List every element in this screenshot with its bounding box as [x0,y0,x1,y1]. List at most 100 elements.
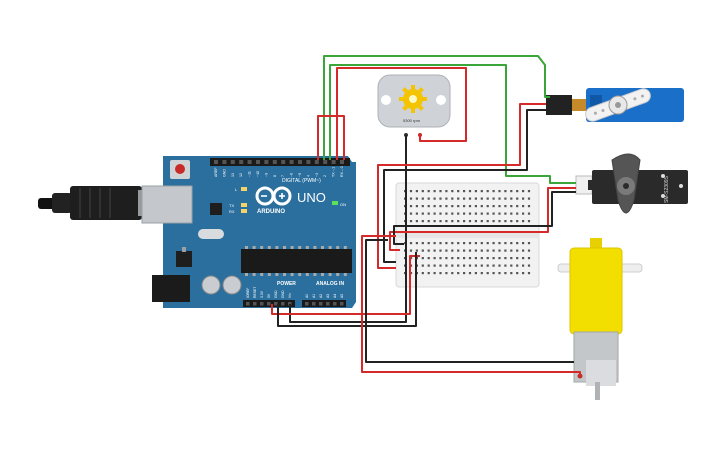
breadboard-hole[interactable] [480,264,483,267]
breadboard-hole[interactable] [492,249,495,252]
breadboard-hole[interactable] [457,272,460,275]
digital-pin[interactable] [222,160,227,164]
breadboard-hole[interactable] [451,257,454,260]
dc-motor[interactable]: 5300 rpm [377,74,451,137]
breadboard-hole[interactable] [463,242,466,245]
breadboard-hole[interactable] [457,197,460,200]
breadboard-hole[interactable] [498,220,501,223]
breadboard-hole[interactable] [527,257,531,260]
breadboard-hole[interactable] [527,220,531,223]
breadboard-hole[interactable] [445,242,448,245]
breadboard-hole[interactable] [457,249,460,252]
breadboard-hole[interactable] [510,220,513,223]
breadboard-hole[interactable] [409,197,413,200]
breadboard-hole[interactable] [421,205,424,208]
breadboard-hole[interactable] [445,212,448,215]
breadboard-hole[interactable] [409,205,413,208]
breadboard-hole[interactable] [474,190,477,193]
gear-motor-yellow[interactable] [557,238,643,400]
breadboard-hole[interactable] [463,205,466,208]
breadboard-hole[interactable] [468,272,472,275]
power-pin[interactable] [246,302,250,306]
breadboard-hole[interactable] [468,249,472,252]
breadboard-hole[interactable] [427,205,430,208]
breadboard-hole[interactable] [439,190,442,193]
breadboard-hole[interactable] [463,249,466,252]
breadboard-hole[interactable] [451,212,454,215]
breadboard-hole[interactable] [486,272,489,275]
breadboard-hole[interactable] [445,220,448,223]
breadboard-hole[interactable] [486,190,489,193]
breadboard-hole[interactable] [439,205,442,208]
breadboard-hole[interactable] [516,249,519,252]
breadboard-hole[interactable] [486,242,489,245]
digital-pin[interactable] [256,160,260,164]
breadboard-hole[interactable] [480,197,483,200]
breadboard-hole[interactable] [421,264,424,267]
breadboard-hole[interactable] [480,220,483,223]
breadboard-hole[interactable] [415,190,418,193]
breadboard-hole[interactable] [468,220,472,223]
breadboard-hole[interactable] [427,197,430,200]
breadboard-hole[interactable] [504,205,507,208]
breadboard-hole[interactable] [427,220,430,223]
breadboard-hole[interactable] [527,190,531,193]
breadboard-hole[interactable] [415,197,418,200]
breadboard-hole[interactable] [474,220,477,223]
breadboard-hole[interactable] [498,190,501,193]
breadboard-hole[interactable] [421,220,424,223]
breadboard-hole[interactable] [468,197,472,200]
breadboard-hole[interactable] [445,190,448,193]
breadboard-hole[interactable] [468,205,472,208]
breadboard-hole[interactable] [433,197,436,200]
breadboard-hole[interactable] [480,257,483,260]
breadboard[interactable] [395,182,540,288]
breadboard-hole[interactable] [433,220,436,223]
breadboard-hole[interactable] [516,264,519,267]
breadboard-hole[interactable] [445,249,448,252]
breadboard-hole[interactable] [474,242,477,245]
breadboard-hole[interactable] [492,257,495,260]
breadboard-hole[interactable] [510,190,513,193]
breadboard-hole[interactable] [516,190,519,193]
breadboard-hole[interactable] [433,272,436,275]
breadboard-hole[interactable] [486,212,489,215]
breadboard-hole[interactable] [527,212,531,215]
breadboard-hole[interactable] [451,242,454,245]
breadboard-hole[interactable] [433,190,436,193]
breadboard-hole[interactable] [504,264,507,267]
breadboard-hole[interactable] [474,257,477,260]
breadboard-hole[interactable] [527,249,531,252]
breadboard-hole[interactable] [504,249,507,252]
breadboard-hole[interactable] [486,264,489,267]
breadboard-hole[interactable] [433,242,436,245]
breadboard-hole[interactable] [451,205,454,208]
breadboard-hole[interactable] [527,272,531,275]
breadboard-hole[interactable] [486,220,489,223]
breadboard-hole[interactable] [510,242,513,245]
breadboard-hole[interactable] [457,205,460,208]
breadboard-hole[interactable] [486,249,489,252]
breadboard-hole[interactable] [498,249,501,252]
breadboard-hole[interactable] [498,212,501,215]
breadboard-hole[interactable] [510,197,513,200]
breadboard-hole[interactable] [439,212,442,215]
digital-pin[interactable] [247,160,252,164]
breadboard-hole[interactable] [421,242,424,245]
digital-pin[interactable] [340,160,344,164]
breadboard-hole[interactable] [468,257,472,260]
breadboard-hole[interactable] [504,212,507,215]
breadboard-hole[interactable] [433,257,436,260]
digital-pin[interactable] [323,160,328,164]
breadboard-hole[interactable] [474,264,477,267]
breadboard-hole[interactable] [516,205,519,208]
breadboard-hole[interactable] [421,272,424,275]
breadboard-hole[interactable] [504,190,507,193]
power-pin[interactable] [253,302,257,306]
breadboard-hole[interactable] [504,197,507,200]
digital-pin[interactable] [239,160,244,164]
breadboard-hole[interactable] [457,264,460,267]
breadboard-hole[interactable] [451,197,454,200]
breadboard-hole[interactable] [498,264,501,267]
breadboard-hole[interactable] [463,264,466,267]
